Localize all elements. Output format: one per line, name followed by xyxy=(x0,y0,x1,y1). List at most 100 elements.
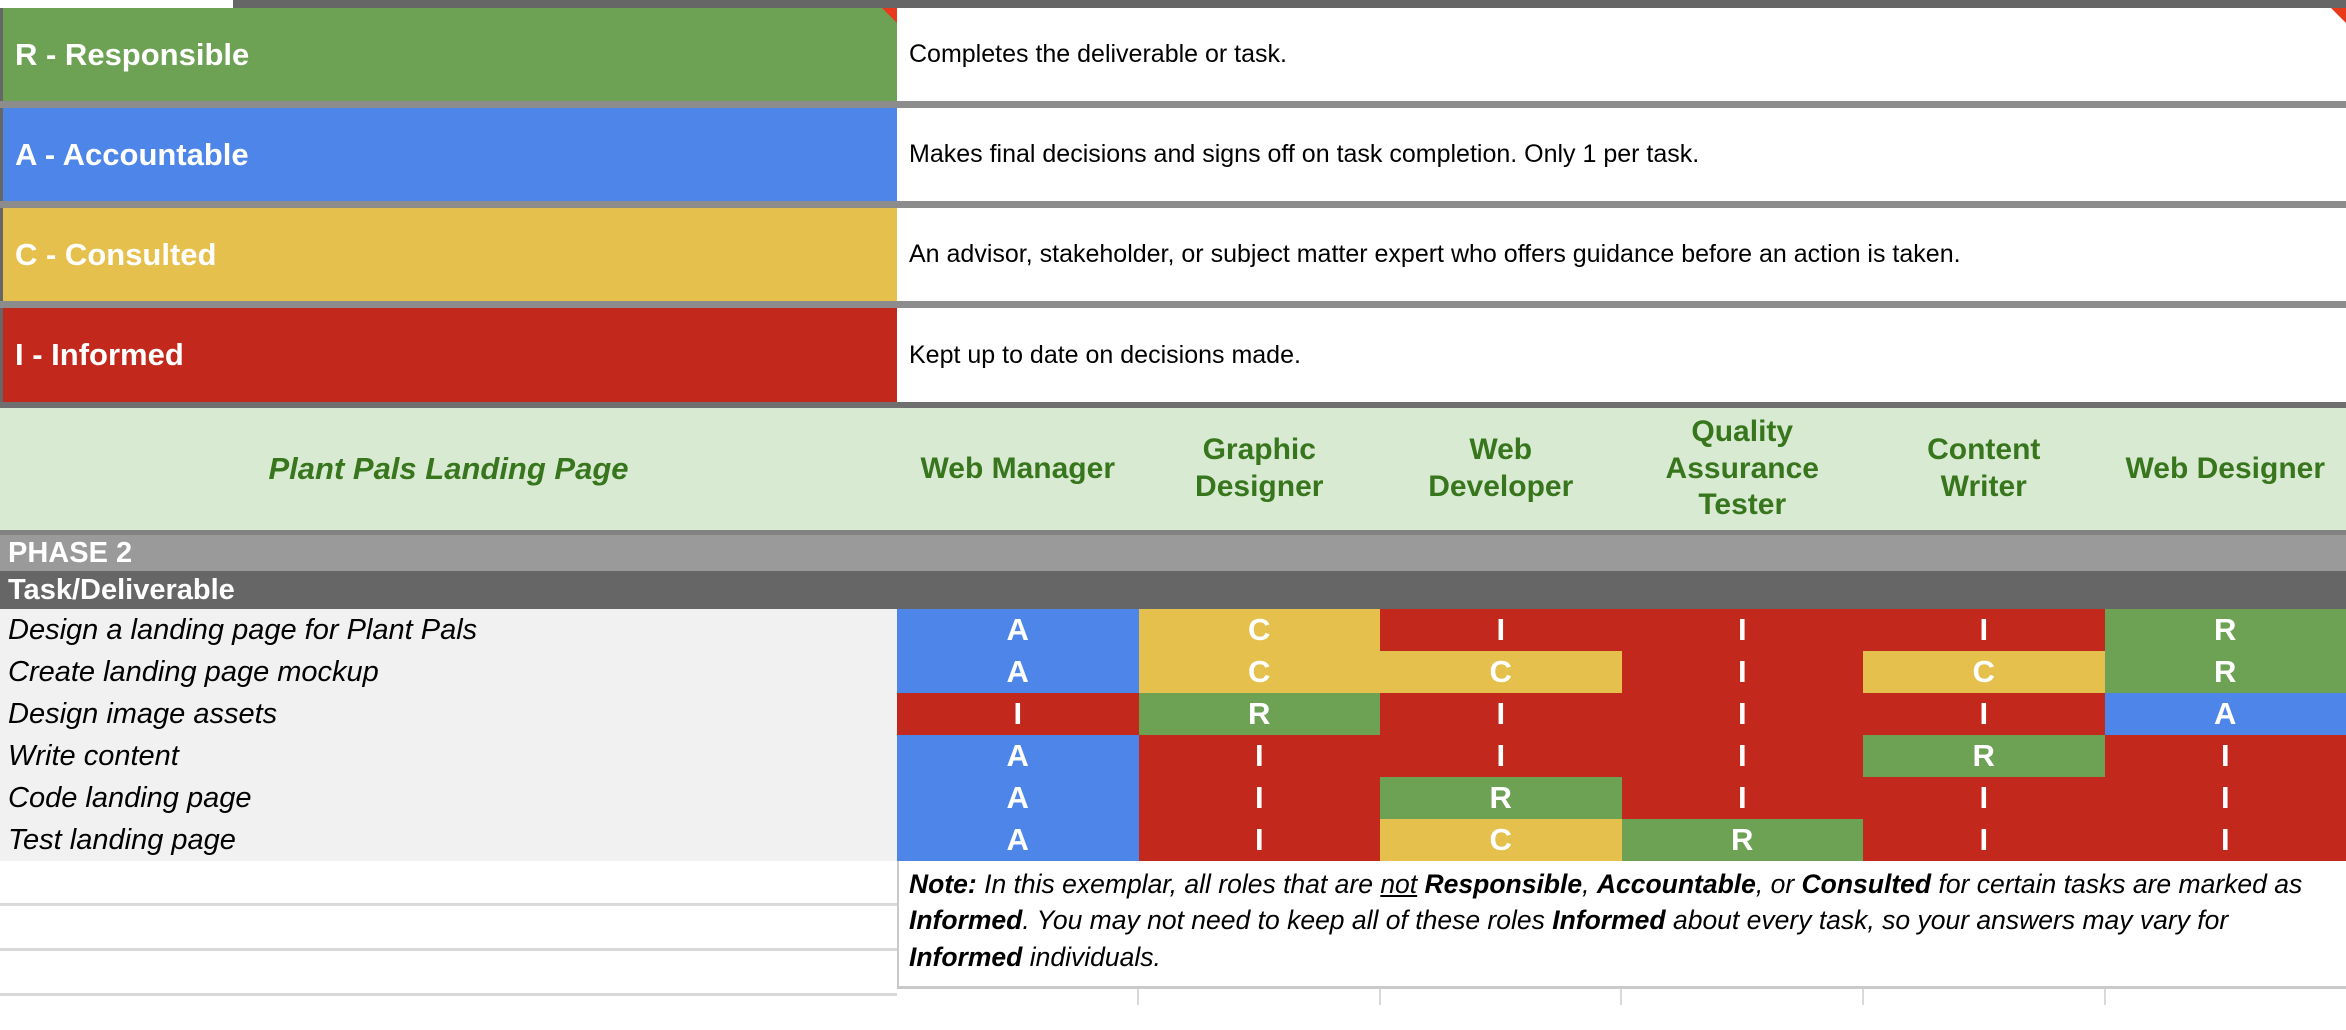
raci-cell-c[interactable]: C xyxy=(1863,651,2105,693)
legend-description-cell-R[interactable]: Completes the deliverable or task. xyxy=(897,8,2346,101)
note-segment: Informed xyxy=(909,941,1023,972)
matrix-header-row: Plant Pals Landing Page Web Manager Graph… xyxy=(0,408,2346,535)
phase-row[interactable]: PHASE 2 xyxy=(0,535,2346,571)
raci-cell-i[interactable]: I xyxy=(1863,609,2105,651)
empty-grid-cell[interactable] xyxy=(1622,989,1865,1005)
task-name-cell[interactable]: Code landing page xyxy=(0,777,897,819)
role-header-graphic-designer[interactable]: Graphic Designer xyxy=(1139,408,1381,530)
empty-grid-cell[interactable] xyxy=(2106,989,2346,1005)
legend-description-cell-C[interactable]: An advisor, stakeholder, or subject matt… xyxy=(897,208,2346,301)
task-name-cell[interactable]: Design a landing page for Plant Pals xyxy=(0,609,897,651)
raci-cell-i[interactable]: I xyxy=(1621,777,1863,819)
top-row-sliver xyxy=(0,0,2346,8)
raci-cell-i[interactable]: I xyxy=(1138,819,1380,861)
raci-cell-i[interactable]: I xyxy=(2104,819,2346,861)
bottom-area: Note: In this exemplar, all roles that a… xyxy=(0,861,2346,1005)
role-header-label: Graphic Designer xyxy=(1195,433,1324,503)
raci-cell-i[interactable]: I xyxy=(2104,735,2346,777)
role-header-content-writer[interactable]: Content Writer xyxy=(1863,408,2105,530)
raci-cell-i[interactable]: I xyxy=(1621,651,1863,693)
role-header-web-developer[interactable]: Web Developer xyxy=(1380,408,1622,530)
task-name-cell[interactable]: Design image assets xyxy=(0,693,897,735)
empty-cell[interactable] xyxy=(0,951,897,996)
matrix-title-cell[interactable]: Plant Pals Landing Page xyxy=(0,408,897,530)
legend-description: An advisor, stakeholder, or subject matt… xyxy=(909,240,1961,268)
note-segment: In this exemplar, all roles that are xyxy=(976,869,1381,899)
raci-cell-c[interactable]: C xyxy=(1380,651,1622,693)
raci-cell-i[interactable]: I xyxy=(1138,777,1380,819)
note-segment: Informed xyxy=(1552,905,1666,936)
bottom-grid-sliver xyxy=(897,989,2346,1005)
note-cell[interactable]: Note: In this exemplar, all roles that a… xyxy=(897,861,2346,989)
raci-cell-a[interactable]: A xyxy=(897,735,1139,777)
raci-cell-r[interactable]: R xyxy=(1621,819,1863,861)
note-segment: , xyxy=(1582,869,1597,899)
raci-cell-r[interactable]: R xyxy=(1380,777,1622,819)
comment-marker-icon[interactable] xyxy=(882,8,897,23)
empty-cell[interactable] xyxy=(0,861,897,906)
raci-cell-c[interactable]: C xyxy=(1138,651,1380,693)
empty-rows-column xyxy=(0,861,897,1005)
legend-key-cell-R[interactable]: R - Responsible xyxy=(0,8,897,101)
task-name-cell[interactable]: Write content xyxy=(0,735,897,777)
raci-cell-a[interactable]: A xyxy=(897,651,1139,693)
role-header-label: Content Writer xyxy=(1927,433,2041,503)
top-sliver-left xyxy=(0,0,233,8)
role-header-quality-assurance-tester[interactable]: Quality Assurance Tester xyxy=(1622,408,1864,530)
legend-description: Kept up to date on decisions made. xyxy=(909,340,1301,369)
note-column: Note: In this exemplar, all roles that a… xyxy=(897,861,2346,1005)
empty-grid-cell[interactable] xyxy=(1138,989,1381,1005)
legend-key-cell-I[interactable]: I - Informed xyxy=(0,308,897,402)
raci-cell-a[interactable]: A xyxy=(897,819,1139,861)
task-deliverable-label: Task/Deliverable xyxy=(8,573,235,606)
raci-cell-i[interactable]: I xyxy=(1863,693,2105,735)
note-segment xyxy=(1417,869,1424,899)
raci-cell-a[interactable]: A xyxy=(897,609,1139,651)
raci-cell-c[interactable]: C xyxy=(1380,819,1622,861)
legend-key-cell-A[interactable]: A - Accountable xyxy=(0,108,897,201)
task-name-cell[interactable]: Create landing page mockup xyxy=(0,651,897,693)
legend-description-cell-A[interactable]: Makes final decisions and signs off on t… xyxy=(897,108,2346,201)
note-segment: Informed xyxy=(909,905,1023,936)
raci-cell-i[interactable]: I xyxy=(1621,609,1863,651)
raci-cell-i[interactable]: I xyxy=(1863,777,2105,819)
raci-cell-i[interactable]: I xyxy=(1863,819,2105,861)
note-segment: , or xyxy=(1755,869,1802,899)
raci-cell-i[interactable]: I xyxy=(1621,693,1863,735)
legend-description-cell-I[interactable]: Kept up to date on decisions made. xyxy=(897,308,2346,402)
empty-grid-cell[interactable] xyxy=(1380,989,1623,1005)
raci-cell-i[interactable]: I xyxy=(1138,735,1380,777)
raci-cell-r[interactable]: R xyxy=(2104,609,2346,651)
task-deliverable-row[interactable]: Task/Deliverable xyxy=(0,571,2346,609)
raci-cell-r[interactable]: R xyxy=(1863,735,2105,777)
raci-cell-i[interactable]: I xyxy=(1380,693,1622,735)
role-header-label: Web Manager xyxy=(920,451,1116,485)
raci-cell-i[interactable]: I xyxy=(897,693,1139,735)
empty-grid-cell[interactable] xyxy=(897,989,1139,1005)
raci-cell-a[interactable]: A xyxy=(897,777,1139,819)
empty-grid-cell[interactable] xyxy=(1864,989,2107,1005)
legend-key-cell-C[interactable]: C - Consulted xyxy=(0,208,897,301)
raci-cell-i[interactable]: I xyxy=(1380,735,1622,777)
raci-cell-a[interactable]: A xyxy=(2104,693,2346,735)
role-header-label: Quality Assurance Tester xyxy=(1665,415,1819,522)
empty-cell[interactable] xyxy=(0,906,897,951)
legend-description: Completes the deliverable or task. xyxy=(909,40,1287,68)
role-header-web-designer[interactable]: Web Designer xyxy=(2105,408,2346,530)
legend-label: C - Consulted xyxy=(15,236,217,272)
task-name-cell[interactable]: Test landing page xyxy=(0,819,897,861)
comment-marker-icon[interactable] xyxy=(2331,8,2346,23)
raci-cell-i[interactable]: I xyxy=(2104,777,2346,819)
legend-label: I - Informed xyxy=(15,337,184,372)
role-header-web-manager[interactable]: Web Manager xyxy=(897,408,1139,530)
raci-cell-r[interactable]: R xyxy=(2104,651,2346,693)
raci-cell-r[interactable]: R xyxy=(1138,693,1380,735)
raci-cell-c[interactable]: C xyxy=(1138,609,1380,651)
raci-cell-i[interactable]: I xyxy=(1621,735,1863,777)
raci-cell-i[interactable]: I xyxy=(1380,609,1622,651)
